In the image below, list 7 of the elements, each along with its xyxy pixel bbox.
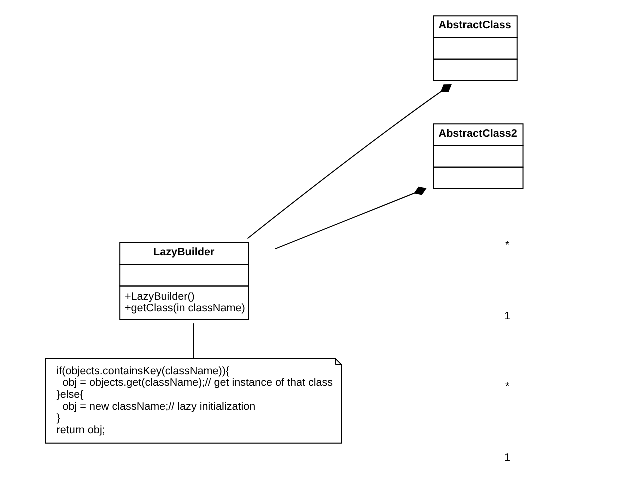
connector (274, 186, 427, 250)
connector (247, 84, 452, 240)
connector (193, 323, 194, 360)
label: 1 (504, 452, 511, 464)
label: * (505, 240, 510, 252)
label: * (505, 381, 510, 394)
label: 1 (504, 310, 511, 322)
